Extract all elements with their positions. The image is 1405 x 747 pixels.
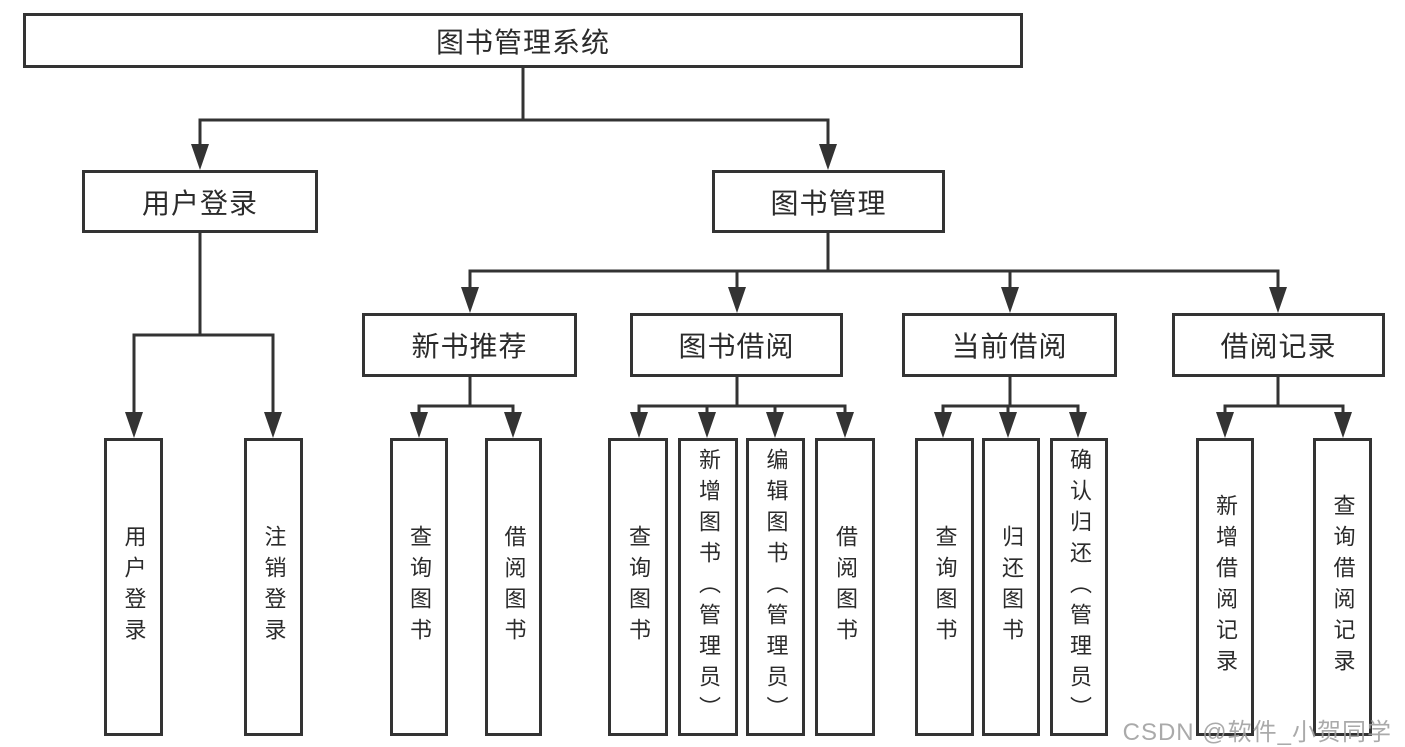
- leaf-label: 借阅图书: [833, 525, 858, 649]
- leaf-nb-query-book: 查询图书: [390, 438, 448, 736]
- leaf-bb-query-book: 查询图书: [608, 438, 668, 736]
- leaf-label: 新增图书（管理员）: [696, 447, 721, 727]
- leaf-nb-borrow-book: 借阅图书: [485, 438, 542, 736]
- csdn-watermark: CSDN @软件_小贺同学: [1122, 719, 1392, 746]
- node-new-book-recommend: 新书推荐: [362, 313, 577, 377]
- node-user-login: 用户登录: [82, 170, 318, 233]
- leaf-label: 归还图书: [999, 525, 1024, 649]
- leaf-user-login: 用户登录: [104, 438, 163, 736]
- leaf-label: 确认归还（管理员）: [1067, 447, 1092, 727]
- leaf-bb-add-book-admin: 新增图书（管理员）: [678, 438, 738, 736]
- leaf-label: 用户登录: [121, 525, 147, 649]
- leaf-cb-query-book: 查询图书: [915, 438, 974, 736]
- leaf-label: 查询图书: [407, 525, 432, 649]
- leaf-cb-confirm-return-admin: 确认归还（管理员）: [1050, 438, 1108, 736]
- leaf-label: 查询借阅记录: [1330, 494, 1356, 680]
- node-book-borrow: 图书借阅: [630, 313, 843, 377]
- leaf-br-query-record: 查询借阅记录: [1313, 438, 1372, 736]
- leaf-bb-edit-book-admin: 编辑图书（管理员）: [746, 438, 805, 736]
- leaf-logout: 注销登录: [244, 438, 303, 736]
- node-borrow-records: 借阅记录: [1172, 313, 1385, 377]
- leaf-label: 注销登录: [261, 525, 287, 649]
- leaf-label: 借阅图书: [501, 525, 527, 649]
- leaf-label: 新增借阅记录: [1213, 494, 1238, 680]
- leaf-label: 编辑图书（管理员）: [763, 447, 789, 727]
- leaf-label: 查询图书: [626, 525, 651, 649]
- node-book-management: 图书管理: [712, 170, 945, 233]
- tree-connector-paths: [132, 68, 1345, 414]
- node-root: 图书管理系统: [23, 13, 1023, 68]
- leaf-label: 查询图书: [932, 525, 958, 649]
- node-current-borrow: 当前借阅: [902, 313, 1117, 377]
- arrowhead-icons: [125, 144, 1352, 438]
- leaf-bb-borrow-book: 借阅图书: [815, 438, 875, 736]
- leaf-cb-return-book: 归还图书: [982, 438, 1040, 736]
- leaf-br-add-record: 新增借阅记录: [1196, 438, 1254, 736]
